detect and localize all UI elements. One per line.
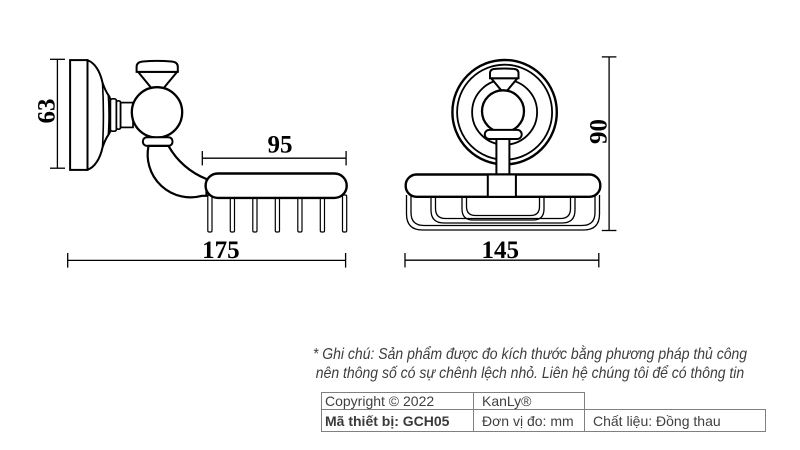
svg-text:90: 90 <box>586 119 613 144</box>
svg-text:175: 175 <box>202 237 240 264</box>
svg-text:63: 63 <box>34 99 61 124</box>
svg-text:95: 95 <box>268 132 293 159</box>
svg-text:145: 145 <box>482 237 520 264</box>
